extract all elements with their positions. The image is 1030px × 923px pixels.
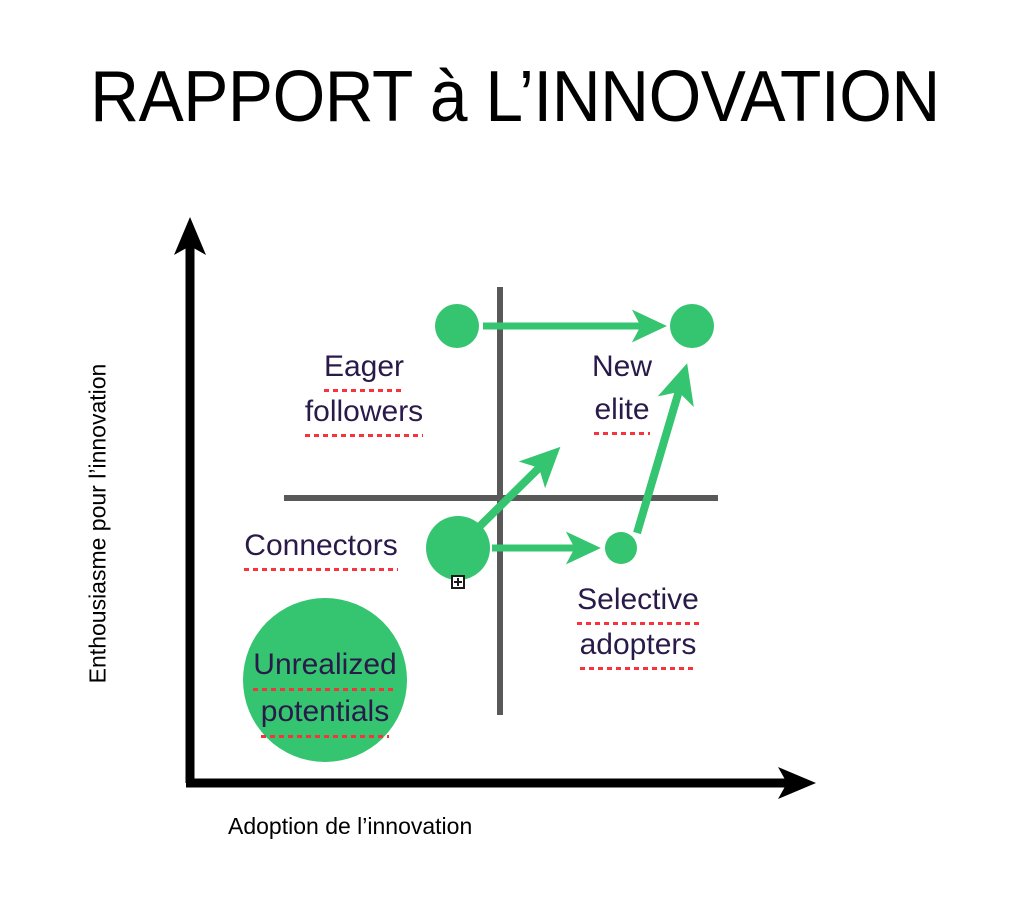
label-unrealized-potentials-line2: potentials: [260, 689, 390, 738]
label-unrealized-potentials-line1: Unrealized: [253, 642, 398, 691]
bubble-unrealized-potentials[interactable]: [243, 598, 407, 762]
label-eager-followers: Eager followers: [254, 345, 474, 437]
label-selective-adopters: Selective adopters: [528, 578, 748, 670]
move-resize-handle-icon[interactable]: [451, 575, 465, 589]
bubble-eager-followers[interactable]: [435, 304, 479, 348]
label-eager-followers-line1: Eager: [323, 345, 405, 392]
x-axis: [186, 767, 816, 799]
label-unrealized-potentials: Unrealized potentials: [235, 642, 415, 738]
label-new-elite-line2: elite: [594, 388, 650, 435]
label-selective-adopters-line1: Selective: [577, 578, 699, 625]
y-axis-label: Enthousiasme pour l’innovation: [84, 363, 111, 684]
label-eager-followers-line2: followers: [304, 390, 424, 437]
label-new-elite-line1: New: [591, 350, 652, 383]
arrow-selective-adopters-to-new-elite: [633, 363, 694, 535]
label-selective-adopters-line2: adopters: [579, 623, 696, 670]
page-title: RAPPORT à L’INNOVATION: [90, 57, 940, 137]
bubble-new-elite[interactable]: [670, 304, 714, 348]
label-connectors: Connectors: [216, 524, 426, 571]
label-connectors-line1: Connectors: [244, 524, 399, 571]
label-new-elite: New elite: [552, 345, 692, 435]
arrow-connectors-to-new-elite-quadrant: [476, 446, 561, 530]
bubble-selective-adopters[interactable]: [605, 532, 637, 564]
y-axis: [174, 217, 206, 783]
x-axis-label: Adoption de l’innovation: [228, 813, 473, 839]
bubble-connectors[interactable]: [426, 516, 490, 580]
